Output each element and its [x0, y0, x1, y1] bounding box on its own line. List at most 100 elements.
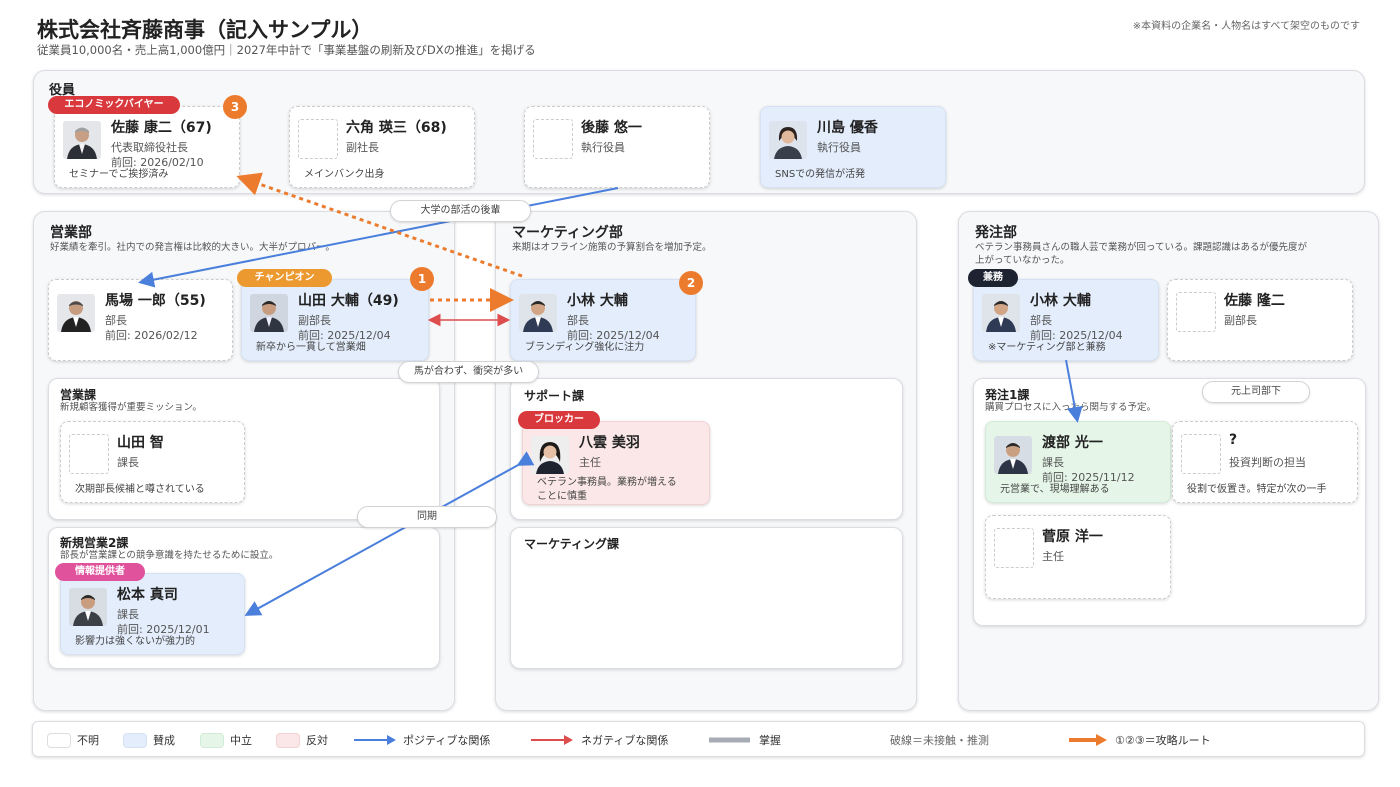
- person-card-yamada-satoshi[interactable]: 山田 智 課長 次期部長候補と噂されている: [60, 421, 245, 503]
- person-name: 馬場 一郎（55): [105, 293, 206, 309]
- person-note: セミナーでご挨拶済み: [69, 169, 169, 180]
- sales-section-1-title: 営業課: [60, 388, 97, 402]
- sales-desc: 好業績を牽引。社内での発言権は比較的大きい。大半がプロパー。: [50, 242, 335, 253]
- page-title: 株式会社斉藤商事（記入サンプル）: [37, 18, 373, 42]
- ordering-section-1-desc: 購買プロセスに入ったら関与する予定。: [985, 402, 1157, 413]
- person-card-yamada-daisuke[interactable]: 山田 大輔（49) 副部長 前回: 2025/12/04 新卒から一貫して営業畑: [241, 279, 429, 361]
- legend-negative-arrow: [531, 735, 573, 745]
- role-tag-concurrent: 兼務: [968, 269, 1018, 287]
- person-role: 主任: [579, 456, 601, 469]
- person-card-sato-ryuji[interactable]: 佐藤 隆二 副部長: [1167, 279, 1353, 361]
- person-photo: [769, 121, 807, 159]
- role-tag-informant: 情報提供者: [55, 563, 145, 581]
- legend-label-negative: ネガティブな関係: [581, 734, 669, 747]
- person-role: 執行役員: [581, 141, 625, 154]
- person-note: 新卒から一貫して営業畑: [256, 342, 366, 353]
- person-role: 課長: [117, 608, 139, 621]
- person-card-kobayashi-ordering[interactable]: 小林 大輔 部長 前回: 2025/12/04 ※マーケティング部と兼務: [973, 279, 1159, 361]
- person-card-unknown[interactable]: ? 投資判断の担当 役割で仮置き。特定が次の一手: [1172, 421, 1358, 503]
- relation-label-former-boss: 元上司部下: [1202, 381, 1310, 403]
- marketing-title: マーケティング部: [512, 225, 623, 241]
- person-name: ?: [1229, 432, 1238, 448]
- person-card-yakumo[interactable]: 八雲 美羽 主任 ベテラン事務員。業務が増える ことに慎重: [522, 421, 710, 505]
- relation-label-conflict: 馬が合わず、衝突が多い: [398, 361, 539, 383]
- last-contact: 前回: 2025/12/01: [117, 623, 210, 636]
- person-role: 部長: [567, 314, 589, 327]
- person-name: 六角 瑛三（68): [346, 120, 447, 136]
- marketing-section-1-title: サポート課: [524, 389, 585, 403]
- person-card-kawashima[interactable]: 川島 優香 執行役員 SNSでの発信が活発: [760, 106, 946, 188]
- person-role: 副部長: [298, 314, 331, 327]
- marketing-section-2-title: マーケティング課: [524, 537, 620, 551]
- ordering-section-1-title: 発注1課: [985, 388, 1030, 402]
- legend-label-unknown: 不明: [77, 734, 99, 747]
- role-tag-blocker: ブロッカー: [518, 411, 600, 429]
- legend-label-positive: ポジティブな関係: [403, 734, 491, 747]
- person-name: 山田 智: [117, 435, 164, 451]
- person-name: 渡部 光一: [1042, 435, 1103, 451]
- person-photo: [519, 294, 557, 332]
- sales-title: 営業部: [50, 225, 92, 241]
- route-number-3: 3: [223, 95, 247, 119]
- marketing-section-2: マーケティング課: [510, 527, 903, 669]
- person-role: 課長: [1042, 456, 1064, 469]
- ordering-title: 発注部: [975, 225, 1017, 241]
- person-photo: [57, 294, 95, 332]
- person-card-rokkaku[interactable]: 六角 瑛三（68) 副社長 メインバンク出身: [289, 106, 475, 188]
- person-card-kobayashi-marketing[interactable]: 小林 大輔 部長 前回: 2025/12/04 ブランディング強化に注力: [510, 279, 696, 361]
- legend-label-grasp: 掌握: [759, 734, 781, 747]
- legend-grasp-line: [709, 737, 750, 743]
- relation-label-club-junior: 大学の部活の後輩: [390, 200, 531, 222]
- person-name: 後藤 悠一: [581, 120, 642, 136]
- legend-label-dashed: 破線＝未接触・推測: [890, 734, 989, 747]
- person-role: 投資判断の担当: [1229, 456, 1306, 469]
- person-role: 執行役員: [817, 141, 861, 154]
- person-card-baba[interactable]: 馬場 一郎（55) 部長 前回: 2026/02/12: [48, 279, 233, 361]
- disclaimer: ※本資料の企業名・人物名はすべて架空のものです: [1132, 21, 1360, 32]
- route-number-2: 2: [679, 271, 703, 295]
- role-tag-champion: チャンピオン: [237, 269, 332, 287]
- person-card-sato-koji[interactable]: 佐藤 康二（67) 代表取締役社長 前回: 2026/02/10 セミナーでご挨…: [54, 106, 240, 188]
- legend-label-route: ①②③＝攻略ルート: [1115, 734, 1211, 747]
- ordering-desc-2: 上がっていなかった。: [975, 255, 1070, 266]
- marketing-desc: 来期はオフライン施策の予算割合を増加予定。: [512, 242, 712, 253]
- person-card-watanabe[interactable]: 渡部 光一 課長 前回: 2025/11/12 元営業で、現場理解ある: [985, 421, 1171, 503]
- person-note: 次期部長候補と噂されている: [75, 484, 205, 495]
- person-card-sugawara[interactable]: 菅原 洋一 主任: [985, 515, 1171, 599]
- legend-label-neutral: 中立: [230, 734, 252, 747]
- person-role: 部長: [105, 314, 127, 327]
- last-contact: 前回: 2025/12/04: [567, 329, 660, 342]
- executives-title: 役員: [49, 83, 76, 98]
- legend-label-agree: 賛成: [153, 734, 175, 747]
- person-photo: [994, 436, 1032, 474]
- relation-label-same-year: 同期: [357, 506, 497, 528]
- person-name: 小林 大輔: [1030, 293, 1091, 309]
- person-card-goto[interactable]: 後藤 悠一 執行役員: [524, 106, 710, 188]
- photo-placeholder: [69, 434, 109, 474]
- sales-section-2-title: 新規営業2課: [60, 536, 129, 550]
- person-card-matsumoto[interactable]: 松本 真司 課長 前回: 2025/12/01 影響力は強くないが強力的: [60, 573, 245, 655]
- role-tag-economic-buyer: エコノミックバイヤー: [48, 96, 180, 114]
- person-role: 副部長: [1224, 314, 1257, 327]
- last-contact: 前回: 2025/11/12: [1042, 471, 1135, 484]
- person-role: 副社長: [346, 141, 379, 154]
- legend-label-oppose: 反対: [306, 734, 328, 747]
- photo-placeholder: [298, 119, 338, 159]
- person-photo: [250, 294, 288, 332]
- legend-swatch-agree: [123, 733, 147, 748]
- person-name: 小林 大輔: [567, 293, 628, 309]
- person-name: 山田 大輔（49): [298, 293, 399, 309]
- photo-placeholder: [1176, 292, 1216, 332]
- photo-placeholder: [1181, 434, 1221, 474]
- route-number-1: 1: [410, 267, 434, 291]
- person-photo: [982, 294, 1020, 332]
- person-note: メインバンク出身: [304, 169, 385, 180]
- person-photo: [63, 121, 101, 159]
- person-role: 課長: [117, 456, 139, 469]
- last-contact: 前回: 2025/12/04: [1030, 329, 1123, 342]
- legend-swatch-oppose: [276, 733, 300, 748]
- photo-placeholder: [533, 119, 573, 159]
- person-note: ※マーケティング部と兼務: [988, 342, 1106, 353]
- person-note: SNSでの発信が活発: [775, 169, 866, 180]
- page-subtitle: 従業員10,000名・売上高1,000億円｜2027年中計で「事業基盤の刷新及び…: [37, 43, 536, 57]
